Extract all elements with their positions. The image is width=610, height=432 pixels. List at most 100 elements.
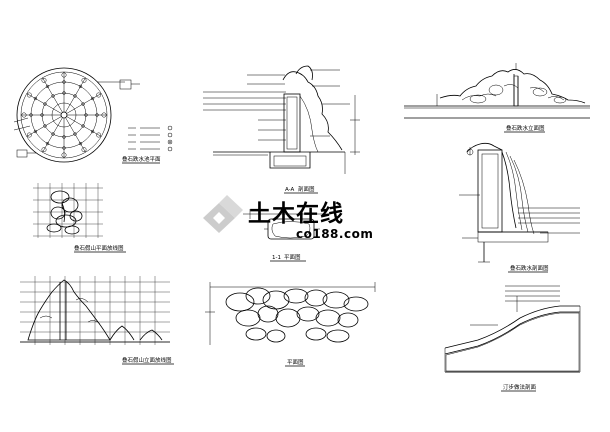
watermark-logo-icon xyxy=(203,195,243,233)
boulder-grid-plan-title: 叠石假山平面放线图 xyxy=(74,244,124,252)
rockery-plan-title: 平面图 xyxy=(287,358,304,366)
watermark: 土木在线 co188.com xyxy=(203,195,373,241)
fountain-nozzle-icon xyxy=(41,77,47,83)
fountain-plan-title: 叠石跌水池平面 xyxy=(122,155,161,163)
fountain-nozzle-icon xyxy=(81,124,85,128)
fountain-nozzle-icon xyxy=(51,94,55,98)
cascade-section-drawing: 叠石跌水剖面图 xyxy=(459,142,580,273)
rockery-stone xyxy=(245,287,271,305)
fountain-nozzle-icon xyxy=(33,129,38,134)
cascade-section-leaders xyxy=(459,194,580,239)
rockery-stone xyxy=(343,296,369,312)
fountain-nozzle-icon xyxy=(45,141,50,146)
fountain-nozzle-icon xyxy=(33,96,38,101)
rockery-stone xyxy=(275,308,301,328)
fountain-nozzle-icon xyxy=(81,77,87,83)
boulder-grid-elevation-title: 叠石假山立面放线图 xyxy=(122,356,172,364)
boulder-grid-elevation-grid xyxy=(20,276,170,345)
rockery-stone xyxy=(315,309,341,327)
cascade-section-body xyxy=(466,142,549,263)
fountain-plan-legend xyxy=(128,125,173,152)
rockery-stone xyxy=(322,291,350,309)
rockery-stone xyxy=(326,329,350,343)
boulder-grid-plan-grid xyxy=(33,183,103,238)
fountain-nozzle-icon xyxy=(45,84,50,89)
waterfall-section-leaders xyxy=(203,69,350,141)
rockery-elevation-body xyxy=(404,63,590,119)
fountain-nozzle-icon xyxy=(61,72,67,78)
detail-plan-body xyxy=(243,209,330,240)
detail-plan-title-prefix: 1-1 xyxy=(272,255,281,261)
waterfall-section-body xyxy=(213,65,360,174)
fountain-ray xyxy=(66,93,102,114)
fountain-nozzle-icon xyxy=(84,113,88,117)
fountain-plan-drawing: 叠石跌水池平面 xyxy=(13,67,173,164)
fountain-nozzle-icon xyxy=(43,102,47,106)
fountain-nozzle-icon xyxy=(26,132,32,138)
rockery-stone xyxy=(283,288,309,304)
rockery-plan-stones xyxy=(225,287,369,343)
fountain-ray xyxy=(65,117,86,153)
legend-row xyxy=(128,125,173,131)
path-section-drawing: 汀步做法剖面 xyxy=(444,285,581,392)
fountain-nozzle-icon xyxy=(81,147,87,153)
rockery-elevation-title: 叠石跌水立面图 xyxy=(506,124,545,132)
fountain-nozzle-icon xyxy=(81,102,85,106)
fountain-nozzle-icon xyxy=(73,132,77,136)
rockery-stone xyxy=(225,292,255,312)
fountain-nozzle-icon xyxy=(78,84,83,89)
fountain-nozzle-icon xyxy=(96,132,102,138)
path-section-leaders xyxy=(470,285,560,326)
waterfall-section-drawing: A-A 剖面图 xyxy=(203,65,360,194)
detail-plan-title: 平面图 xyxy=(284,253,301,261)
watermark-brand: 土木在线 xyxy=(248,200,344,227)
fountain-nozzle-icon xyxy=(90,129,95,134)
fountain-nozzle-icon xyxy=(62,80,66,84)
fountain-nozzle-icon xyxy=(43,124,47,128)
rockery-plan-dimensions xyxy=(205,282,376,345)
rockery-stone xyxy=(305,327,327,341)
fountain-nozzle-icon xyxy=(21,112,27,118)
fountain-ray xyxy=(65,77,86,113)
fountain-nozzle-icon xyxy=(62,91,66,95)
fountain-nozzle-icon xyxy=(90,96,95,101)
fountain-ray xyxy=(26,116,62,137)
path-section-title: 汀步做法剖面 xyxy=(503,383,537,391)
fountain-plan-nozzle-rays xyxy=(21,72,107,158)
fountain-nozzle-icon xyxy=(41,147,47,153)
path-section-body xyxy=(444,305,581,373)
fountain-ray xyxy=(42,77,63,113)
legend-row xyxy=(128,139,173,145)
boulder-grid-elevation-rockery xyxy=(20,279,170,343)
fountain-nozzle-icon xyxy=(29,113,33,117)
fountain-nozzle-icon xyxy=(96,92,102,98)
rockery-stone xyxy=(235,309,261,327)
fountain-nozzle-icon xyxy=(73,94,77,98)
rockery-stone xyxy=(266,329,286,343)
rockery-stone xyxy=(304,289,328,307)
fountain-nozzle-icon xyxy=(101,112,107,118)
fountain-nozzle-icon xyxy=(62,135,66,139)
rockery-plan-drawing: 平面图 xyxy=(205,282,376,367)
fountain-nozzle-icon xyxy=(62,146,66,150)
cascade-section-title: 叠石跌水剖面图 xyxy=(510,264,549,272)
fountain-nozzle-icon xyxy=(95,113,99,117)
legend-row xyxy=(128,132,173,138)
boulder-grid-plan-stones xyxy=(46,190,83,235)
fountain-nozzle-icon xyxy=(40,113,44,117)
watermark-url: co188.com xyxy=(296,227,373,241)
rockery-stone xyxy=(257,305,279,323)
boulder-grid-plan-drawing: 叠石假山平面放线图 xyxy=(33,183,126,253)
fountain-ray xyxy=(26,93,62,114)
fountain-plan-leaders xyxy=(13,79,140,158)
legend-row xyxy=(128,146,173,152)
detail-plan-drawing: 1-1 平面图 xyxy=(243,209,330,262)
waterfall-section-title-prefix: A-A xyxy=(285,187,295,193)
fountain-nozzle-icon xyxy=(51,132,55,136)
rockery-elevation-drawing: 叠石跌水立面图 xyxy=(404,63,590,133)
rockery-stone xyxy=(337,312,359,328)
fountain-nozzle-icon xyxy=(78,141,83,146)
boulder-grid-elevation-drawing: 叠石假山立面放线图 xyxy=(20,276,174,365)
waterfall-section-title: 剖面图 xyxy=(298,185,315,193)
